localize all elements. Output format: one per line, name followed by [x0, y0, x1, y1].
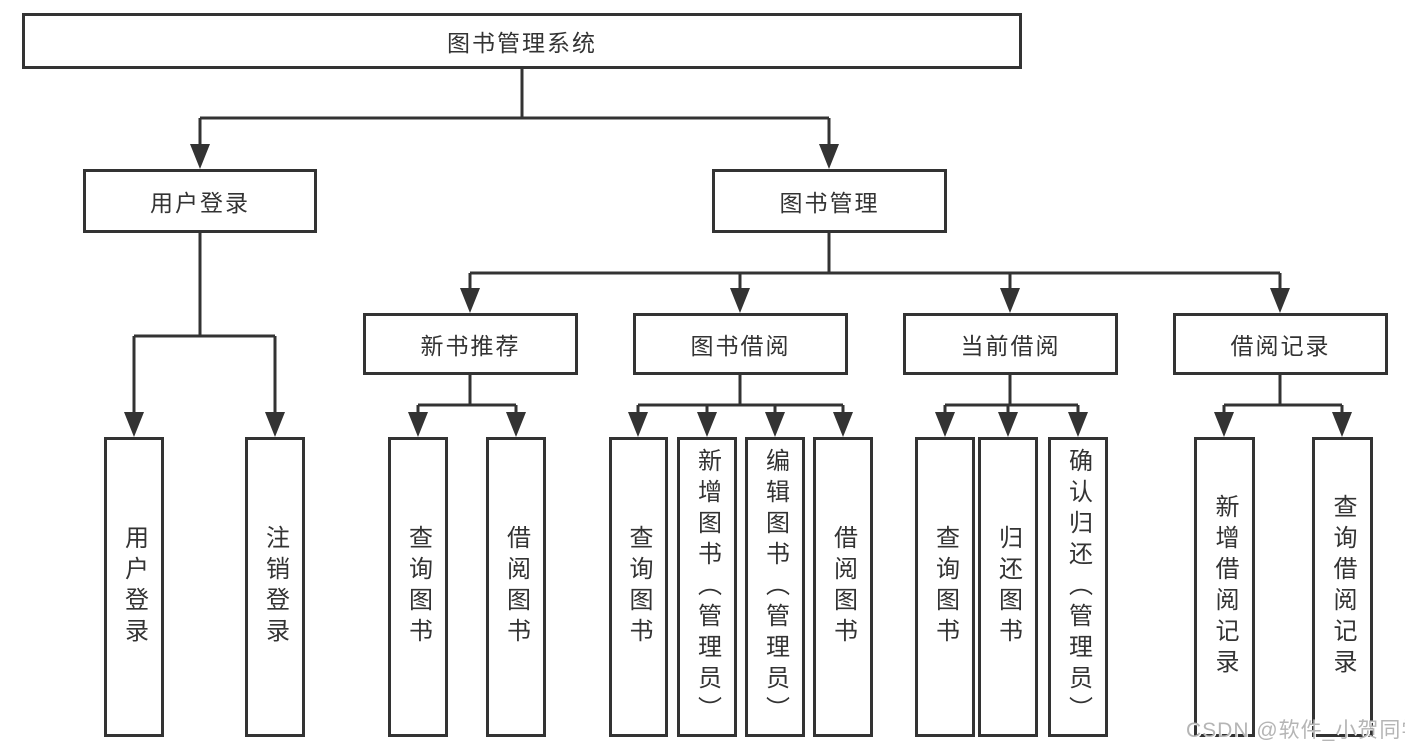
node-current-borrow: 当前借阅 — [903, 313, 1118, 375]
leaf-query-borrow-record: 查询借阅记录 — [1312, 437, 1373, 737]
node-library-management-system: 图书管理系统 — [22, 13, 1022, 69]
node-label: 借阅记录 — [1230, 333, 1331, 359]
leaf-label: 借阅图书 — [829, 525, 857, 649]
node-label: 图书管理系统 — [447, 30, 597, 56]
leaf-label: 编辑图书（管理员） — [761, 447, 789, 727]
leaf-borrow-books: 借阅图书 — [813, 437, 873, 737]
leaf-label: 归还图书 — [994, 525, 1022, 649]
leaf-add-books-admin: 新增图书（管理员） — [677, 437, 737, 737]
leaf-label: 查询借阅记录 — [1329, 494, 1356, 680]
node-borrow-records: 借阅记录 — [1173, 313, 1388, 375]
leaf-label: 查询图书 — [404, 525, 432, 649]
leaf-return-books: 归还图书 — [978, 437, 1038, 737]
leaf-query-books-current: 查询图书 — [915, 437, 975, 737]
leaf-edit-books-admin: 编辑图书（管理员） — [745, 437, 805, 737]
leaf-query-books-borrow: 查询图书 — [609, 437, 668, 737]
node-label: 图书借阅 — [690, 333, 791, 359]
node-book-management: 图书管理 — [712, 169, 947, 233]
leaf-query-books-recommend: 查询图书 — [388, 437, 448, 737]
arrowheads — [124, 144, 1352, 437]
leaf-label: 新增图书（管理员） — [693, 447, 721, 727]
csdn-watermark: CSDN @软件_小贺同学 — [1186, 719, 1405, 742]
leaf-user-login: 用户登录 — [104, 437, 164, 737]
leaf-label: 新增借阅记录 — [1211, 494, 1238, 680]
leaf-label: 查询图书 — [931, 525, 959, 649]
node-label: 用户登录 — [150, 190, 250, 216]
leaf-label: 借阅图书 — [502, 525, 530, 649]
leaf-label: 用户登录 — [120, 525, 148, 649]
leaf-add-borrow-record: 新增借阅记录 — [1194, 437, 1255, 737]
leaf-logout: 注销登录 — [245, 437, 305, 737]
leaf-label: 查询图书 — [625, 525, 652, 649]
node-label: 新书推荐 — [420, 333, 521, 359]
leaf-confirm-return-admin: 确认归还（管理员） — [1048, 437, 1108, 737]
leaf-label: 确认归还（管理员） — [1064, 447, 1092, 727]
leaf-borrow-books-recommend: 借阅图书 — [486, 437, 546, 737]
node-book-borrow: 图书借阅 — [633, 313, 848, 375]
node-user-login: 用户登录 — [83, 169, 317, 233]
node-new-book-recommend: 新书推荐 — [363, 313, 578, 375]
node-label: 当前借阅 — [960, 333, 1061, 359]
node-label: 图书管理 — [779, 190, 880, 216]
leaf-label: 注销登录 — [261, 525, 289, 649]
